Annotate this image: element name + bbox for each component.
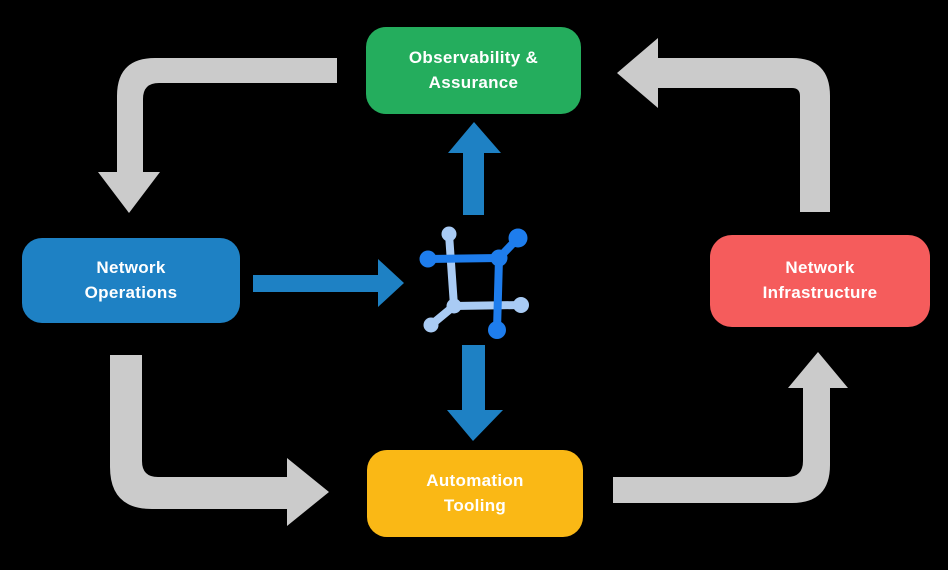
cycle-arrow-automation-to-infrastructure	[613, 352, 848, 503]
cycle-arrow-infrastructure-to-observability	[617, 38, 830, 212]
network-mesh-icon-dark-nodes	[419, 228, 528, 339]
cycle-arrow-operations-to-automation	[110, 355, 329, 526]
node-observability-assurance: Observability & Assurance	[366, 27, 581, 114]
cycle-arrow-observability-to-operations	[98, 58, 337, 213]
network-mesh-icon-light-nodes	[423, 226, 529, 333]
flow-arrow-center-to-observability	[448, 122, 501, 215]
node-automation-tooling: Automation Tooling	[367, 450, 583, 537]
flow-arrow-operations-to-center	[253, 259, 404, 307]
flow-arrow-center-to-automation	[447, 345, 503, 441]
network-mesh-icon	[419, 226, 529, 339]
node-network-operations: Network Operations	[22, 238, 240, 323]
node-network-infrastructure: Network Infrastructure	[710, 235, 930, 327]
